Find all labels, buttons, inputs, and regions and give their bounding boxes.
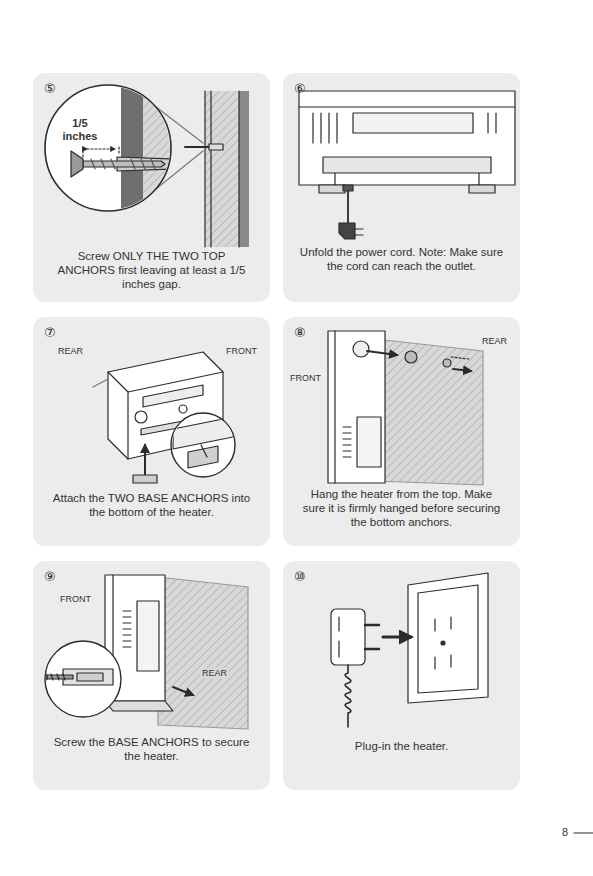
step-panel: ⑧Hang the heater from the top. Make sure… <box>283 317 520 546</box>
step-number: ⑩ <box>294 569 520 585</box>
step-number: ⑦ <box>44 325 270 341</box>
dimension-label: 1/5 inches <box>55 117 105 143</box>
step6-figure <box>299 91 515 239</box>
step5-figure <box>45 73 249 247</box>
orientation-label: FRONT <box>60 594 91 605</box>
step9-figure <box>43 575 248 729</box>
step-panel: ⑥ Unfold the power cord. Note: Make sure … <box>283 73 520 302</box>
step-caption: Screw ONLY THE TWO TOP ANCHORS first lea… <box>49 249 254 291</box>
step-number: ⑥ <box>294 81 520 97</box>
step-panel: ⑤ Screw ONLY THE TWO TOP ANCHORS first le… <box>33 73 270 302</box>
orientation-label: REAR <box>200 668 229 679</box>
step-caption: Hang the heater from the top. Make sure … <box>299 487 504 529</box>
step-caption: Plug-in the heater. <box>299 739 504 753</box>
orientation-label: REAR <box>482 336 507 347</box>
step7-figure <box>93 352 235 483</box>
page-number: 8 <box>562 826 568 839</box>
step-number: ⑤ <box>44 81 270 97</box>
step10-figure <box>331 573 488 727</box>
page-rule <box>574 833 593 834</box>
orientation-label: REAR <box>58 346 83 357</box>
step-number: ⑨ <box>44 569 270 585</box>
step-panel: ⑩ Plug-in the heater. <box>283 561 520 790</box>
step-caption: Attach the TWO BASE ANCHORS into the bot… <box>49 491 254 519</box>
step-caption: Screw the BASE ANCHORS to secure the hea… <box>49 735 254 763</box>
orientation-label: FRONT <box>226 346 257 357</box>
step-caption: Unfold the power cord. Note: Make sure t… <box>299 245 504 273</box>
step8-figure <box>328 331 483 485</box>
orientation-label: FRONT <box>290 373 321 384</box>
